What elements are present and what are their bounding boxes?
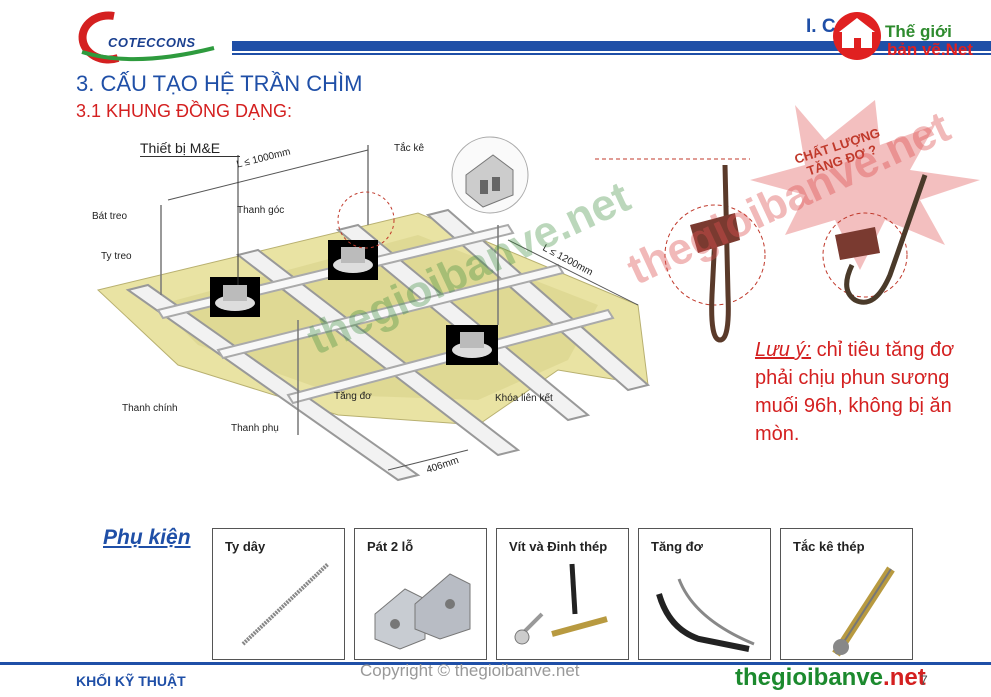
label-khoa-lien-ket: Khóa liên kết (495, 393, 553, 404)
turnbuckle-illustration (595, 100, 980, 343)
accessory-label: Vít và Đinh thép (509, 539, 608, 554)
footer-department: KHỐI KỸ THUẬT (76, 673, 186, 689)
accessory-card-tang-do: Tăng đơ (638, 528, 771, 660)
turnbuckle-icon (656, 578, 755, 652)
coteccons-logo (78, 11, 215, 64)
label-ty-treo: Ty treo (101, 251, 132, 262)
label-thanh-goc: Thanh góc (237, 205, 285, 216)
mne-underline (140, 156, 240, 157)
page-subtitle: 3.1 KHUNG ĐỒNG DẠNG: (76, 101, 293, 121)
accessory-label: Tăng đơ (651, 539, 703, 554)
page-title: 3. CẤU TẠO HỆ TRẦN CHÌM (76, 71, 363, 96)
accessory-label: Tắc kê thép (793, 539, 865, 554)
accessory-card-vit-dinh: Vít và Đinh thép (496, 528, 629, 660)
header-line (232, 53, 991, 55)
screw-icon (514, 563, 608, 645)
label-tac-ke: Tắc kê (394, 143, 425, 154)
header-bar (232, 41, 991, 51)
ceiling-frame-diagram (96, 136, 651, 482)
accessory-card-pat-2-lo: Pát 2 lỗ (354, 528, 487, 660)
accessory-label: Pát 2 lỗ (367, 539, 414, 554)
angle-bracket-icon (374, 573, 471, 650)
footer-brand-main: thegioibanve (735, 664, 884, 691)
label-thanh-chinh: Thanh chính (122, 403, 178, 414)
note: Lưu ý: chỉ tiêu tăng đơ phải chịu phun s… (755, 336, 965, 448)
label-bat-treo: Bát treo (92, 211, 128, 222)
note-text: chỉ tiêu tăng đơ phải chịu phun sương mu… (755, 339, 955, 445)
footer-copyright: Copyright © thegioibanve.net (360, 661, 580, 680)
section-tag: I. C (806, 16, 836, 37)
accessory-card-ty-day: Ty dây (212, 528, 345, 660)
footer-brand: thegioibanve.net (735, 664, 926, 692)
thegioibanve-logo (833, 12, 881, 60)
mne-fixture-3 (446, 325, 498, 365)
mne-label: Thiết bị M&E (140, 140, 221, 156)
footer-bar (0, 662, 991, 665)
label-tang-do: Tăng đơ (334, 391, 372, 402)
page-number: 7 (920, 672, 928, 688)
accessory-card-tac-ke: Tắc kê thép (780, 528, 913, 660)
clip-detail (451, 136, 529, 214)
anchor-bolt-icon (832, 566, 895, 657)
quality-burst (750, 100, 980, 270)
footer-brand-tld: .net (883, 664, 926, 691)
logo-text-line2: bản vẽ.Net (887, 40, 973, 59)
note-label: Lưu ý: (755, 339, 812, 361)
accessories-title: Phụ kiện (103, 526, 191, 549)
logo-text-line1: Thế giới (885, 22, 952, 41)
mne-fixture-1 (210, 277, 260, 317)
threaded-rod-icon (241, 562, 330, 646)
mne-fixture-2 (328, 240, 378, 280)
accessory-label: Ty dây (225, 539, 266, 554)
label-thanh-phu: Thanh phụ (231, 423, 279, 434)
brand-name: COTECCONS (108, 35, 196, 50)
